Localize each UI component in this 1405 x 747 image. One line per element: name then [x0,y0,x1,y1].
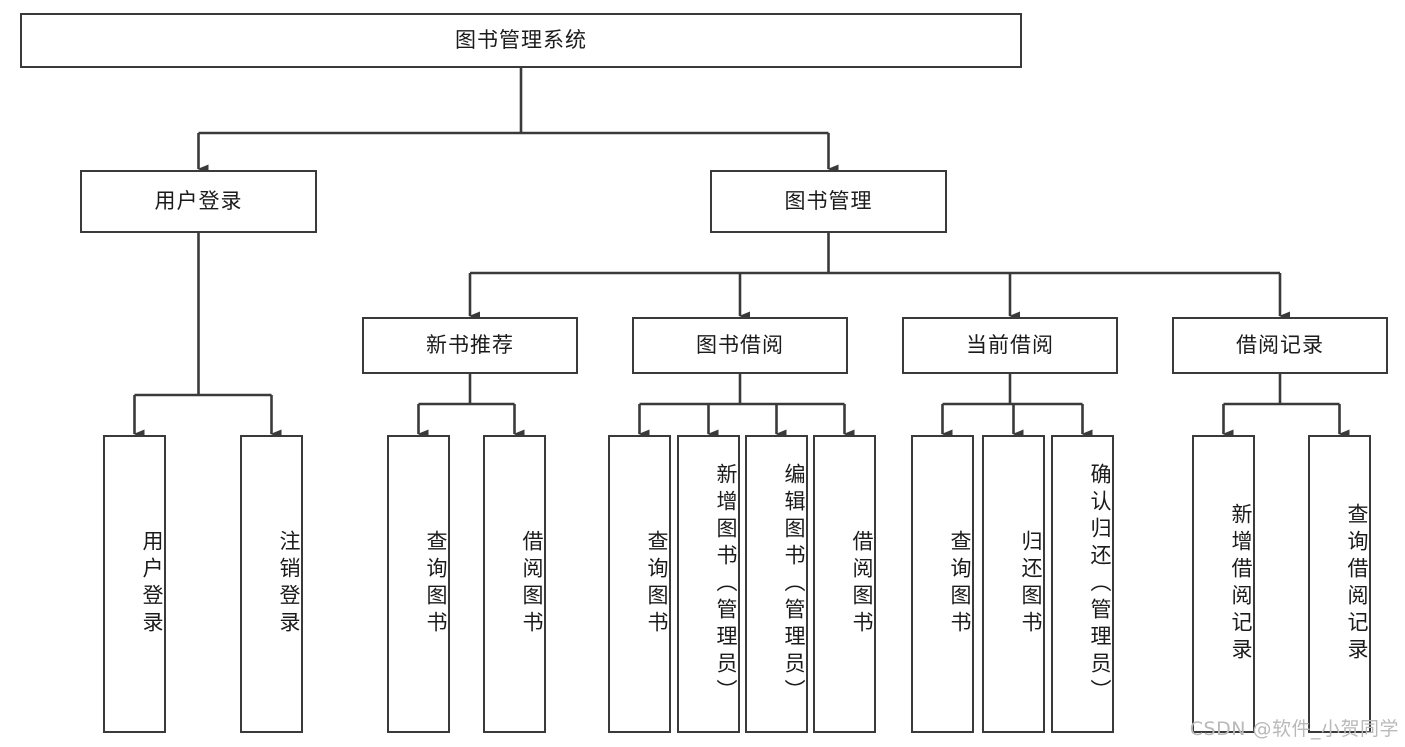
node-label: 用户登录 [154,188,243,213]
node-leaf-cur-query[interactable]: 查询图书 [911,435,974,733]
node-leaf-rec-query[interactable]: 查询图书 [387,435,450,733]
node-label: 新书推荐 [426,332,514,357]
node-label: 注销登录 [277,530,301,638]
node-label: 当前借阅 [966,332,1054,357]
node-book-manage[interactable]: 图书管理 [710,170,947,233]
node-label: 新增借阅记录 [1229,503,1253,665]
node-leaf-rec-add[interactable]: 新增借阅记录 [1192,435,1255,733]
node-label: 图书借阅 [696,332,784,357]
node-label: 确认归还（管理员） [1088,462,1112,706]
node-label: 借阅图书 [520,530,544,638]
node-label: 图书管理系统 [455,27,587,52]
node-label: 查询借阅记录 [1345,503,1369,665]
node-label: 图书管理 [784,188,873,213]
node-label: 查询图书 [424,530,448,638]
node-leaf-cur-confirm[interactable]: 确认归还（管理员） [1051,435,1114,733]
node-user-login[interactable]: 用户登录 [80,170,317,233]
node-leaf-user-logout[interactable]: 注销登录 [240,435,303,733]
node-label: 借阅图书 [850,530,874,638]
node-label: 归还图书 [1019,530,1043,638]
watermark-text: CSDN @软件_小贺同学 [1189,718,1399,740]
node-label: 用户登录 [140,530,164,638]
node-label: 新增图书（管理员） [714,462,738,706]
node-book-borrow[interactable]: 图书借阅 [632,317,848,374]
node-borrow-record[interactable]: 借阅记录 [1172,317,1388,374]
node-root[interactable]: 图书管理系统 [20,13,1022,68]
node-label: 编辑图书（管理员） [782,462,806,706]
node-leaf-borrow-borrow[interactable]: 借阅图书 [813,435,876,733]
node-leaf-user-login[interactable]: 用户登录 [103,435,166,733]
node-label: 借阅记录 [1236,332,1324,357]
node-new-book-rec[interactable]: 新书推荐 [362,317,578,374]
node-leaf-rec-search[interactable]: 查询借阅记录 [1308,435,1371,733]
node-label: 查询图书 [645,530,669,638]
node-current-borrow[interactable]: 当前借阅 [902,317,1118,374]
node-leaf-borrow-edit[interactable]: 编辑图书（管理员） [745,435,808,733]
node-leaf-rec-borrow[interactable]: 借阅图书 [483,435,546,733]
node-leaf-borrow-query[interactable]: 查询图书 [608,435,671,733]
node-label: 查询图书 [948,530,972,638]
node-leaf-borrow-add[interactable]: 新增图书（管理员） [677,435,740,733]
node-leaf-cur-return[interactable]: 归还图书 [982,435,1045,733]
